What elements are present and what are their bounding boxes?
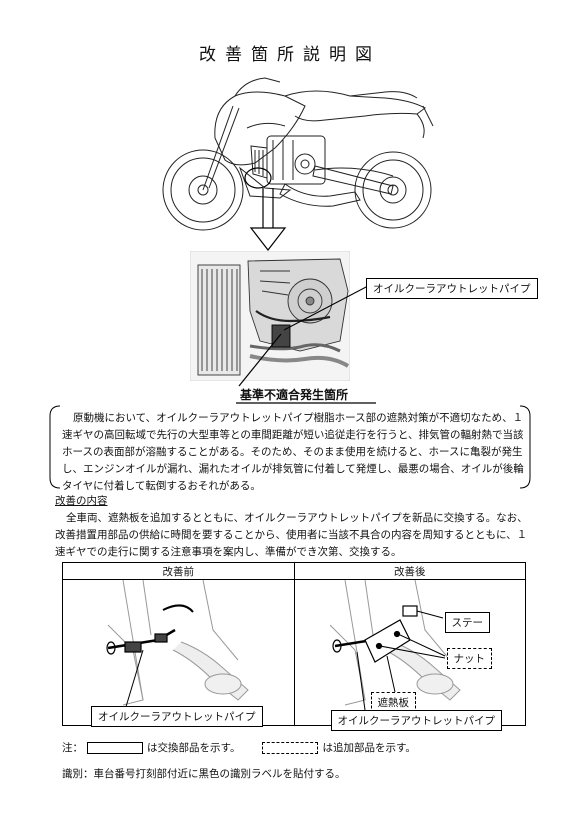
callout-leader-top [283, 285, 369, 331]
improvement-body-text: 全車両、遮熱板を追加するとともに、オイルクーラアウトレットパイプを新品に交換する… [55, 512, 528, 558]
after-nut-label: ナット [446, 648, 492, 669]
before-header: 改善前 [62, 562, 295, 580]
origin-underline [236, 402, 376, 404]
after-header: 改善後 [293, 562, 526, 580]
before-cell: オイルクーラアウトレットパイプ [62, 579, 295, 727]
engine-detail-illustration [190, 251, 350, 381]
legend-notes: 注： は交換部品を示す。 は追加部品を示す。 [62, 740, 416, 755]
improvement-body: 全車両、遮熱板を追加するとともに、オイルクーラアウトレットパイプを新品に交換する… [55, 510, 535, 561]
legend-solid-text: は交換部品を示す。 [147, 742, 241, 754]
callout-oil-cooler-pipe-top: オイルクーラアウトレットパイプ [366, 278, 538, 299]
before-pipe-label: オイルクーラアウトレットパイプ [91, 706, 263, 727]
legend-dashed-box [262, 742, 319, 754]
description-bracket [49, 405, 531, 489]
after-cell: ステー ナット 遮熱板 オイルクーラアウトレットパイプ [293, 579, 526, 731]
after-illustration [329, 580, 461, 711]
origin-leader-line [238, 333, 282, 387]
before-illustration [106, 580, 249, 711]
page-title: 改善箇所説明図 [199, 45, 381, 65]
after-shield-label: 遮熱板 [370, 692, 416, 713]
defect-description-text: 原動機において、オイルクーラアウトレットパイプ樹脂ホース部の遮熱対策が不適切なた… [62, 412, 524, 492]
identification-note: 識別：車台番号打刻部付近に黒色の識別ラベルを貼付する。 [62, 768, 346, 780]
legend-solid-box [87, 742, 143, 754]
improvement-heading: 改善の内容 [55, 495, 108, 507]
legend-dashed-text: は追加部品を示す。 [322, 742, 416, 754]
motorcycle-illustration [162, 77, 434, 251]
after-stay-label: ステー [444, 612, 490, 633]
origin-label: 基準不適合発生箇所 [240, 388, 349, 402]
after-pipe-label: オイルクーラアウトレットパイプ [330, 710, 502, 731]
defect-description: 原動機において、オイルクーラアウトレットパイプ樹脂ホース部の遮熱対策が不適切なた… [62, 410, 527, 495]
comparison-table: 改善前 改善後 [62, 562, 526, 731]
legend-prefix: 注： [62, 742, 83, 754]
